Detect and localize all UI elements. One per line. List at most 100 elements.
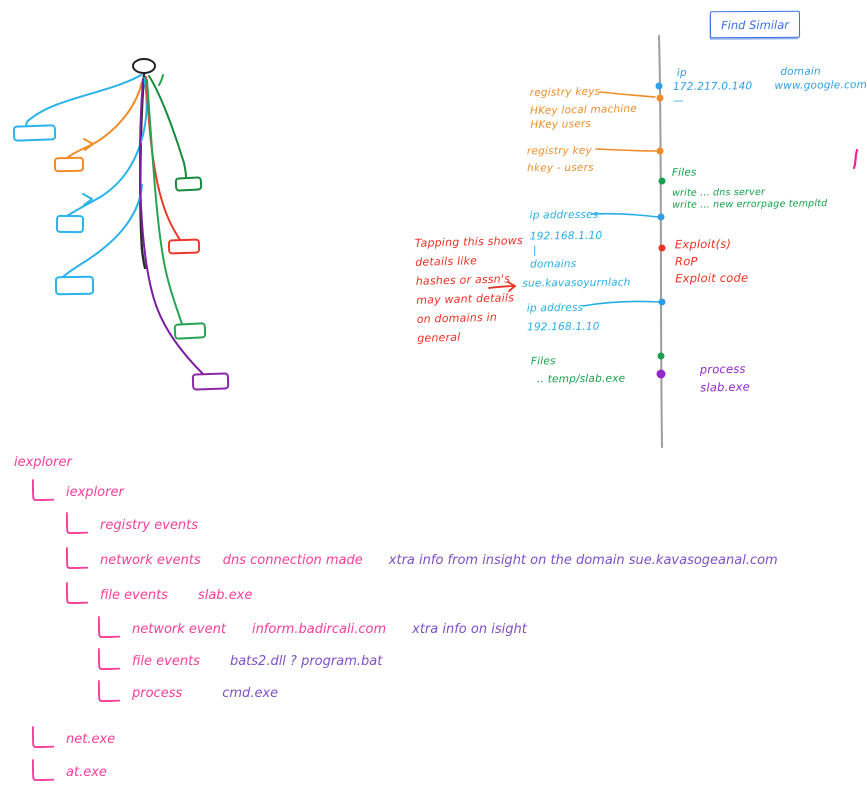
label-line: ip addresses	[529, 208, 599, 222]
tree-branch-elbow-icon	[31, 725, 55, 749]
label-line: write ... new errorpage templtd	[672, 198, 828, 212]
ip-column: ip 172.217.0.140 —	[673, 66, 761, 108]
timeline-event-dot[interactable]	[656, 147, 664, 155]
label-line: HKey users	[530, 117, 592, 131]
graph-edge-cyan-1	[25, 74, 142, 128]
timeline-label-files-right: Files write ... dns server write ... new…	[672, 165, 828, 213]
connector-line	[582, 300, 660, 307]
tree-item-label: net.exe	[66, 732, 116, 747]
tree-branch-elbow-icon	[65, 581, 89, 605]
arrowhead-icon	[82, 193, 93, 206]
timeline-event-dot[interactable]	[658, 244, 666, 252]
tree-item-detail: dns connection made	[222, 553, 363, 568]
label-line: HKey local machine	[529, 102, 638, 117]
tree-item[interactable]: process cmd.exe	[97, 679, 279, 703]
timeline-event-dot[interactable]	[658, 177, 666, 185]
graph-edge-orange	[66, 81, 143, 159]
tree-branch-elbow-icon	[65, 546, 89, 570]
graph-node[interactable]	[174, 176, 203, 192]
timeline-event-dot[interactable]	[657, 352, 665, 360]
connector-line	[591, 212, 659, 218]
label-line: 172.217.0.140 —	[672, 80, 753, 107]
graph-root-node[interactable]	[132, 58, 156, 74]
tree-item-label: registry events	[100, 518, 199, 533]
tree-item-label: file events	[100, 588, 168, 603]
label-line: RoP	[674, 254, 698, 269]
tree-item[interactable]: network event inform.badircali.com xtra …	[97, 615, 527, 639]
graph-edge-red	[145, 76, 181, 241]
connector-line	[595, 148, 658, 152]
tree-branch-elbow-icon	[65, 511, 89, 535]
graph-node[interactable]	[54, 275, 95, 296]
tree-branch-elbow-icon	[97, 679, 121, 703]
tree-item-detail: slab.exe	[197, 588, 253, 603]
tree-item[interactable]: file events bats2.dll ? program.bat	[97, 647, 383, 671]
label-line: Files	[671, 166, 697, 179]
event-timeline	[582, 35, 666, 448]
graph-node[interactable]	[12, 124, 57, 142]
tree-item-label: network event	[132, 622, 226, 637]
tree-item[interactable]: network events dns connection made xtra …	[65, 546, 778, 570]
timeline-label-process: process slab.exe	[700, 359, 750, 396]
graph-node[interactable]	[191, 372, 230, 391]
graph-edge-green-2	[146, 79, 183, 325]
timeline-event-dot[interactable]	[656, 369, 666, 379]
timeline-label-registry-keys: registry keys HKey local machine HKey us…	[530, 85, 638, 133]
tree-root-item[interactable]: iexplorer	[14, 455, 72, 471]
find-similar-button[interactable]: Find Similar	[709, 10, 801, 39]
timeline-event-dot[interactable]	[655, 82, 663, 90]
tree-item[interactable]: registry events	[65, 511, 199, 535]
tree-item-label: network events	[100, 553, 201, 568]
tree-item-note: bats2.dll ? program.bat	[229, 654, 383, 669]
label-line: Files	[530, 355, 556, 368]
tree-item-label: at.exe	[66, 765, 107, 780]
label-line: hkey - users	[527, 161, 594, 175]
graph-node[interactable]	[173, 322, 207, 340]
graph-tick	[158, 74, 164, 86]
tree-branch-elbow-icon	[97, 615, 121, 639]
tree-item-note: cmd.exe	[222, 686, 279, 701]
arrowhead-icon	[83, 138, 94, 151]
timeline-label-files-left: Files .. temp/slab.exe	[531, 355, 626, 388]
tree-item-detail: inform.badircali.com	[251, 622, 387, 637]
tree-item-label: iexplorer	[14, 455, 72, 470]
tree-item[interactable]: at.exe	[31, 758, 107, 782]
tree-item-note: xtra info from insight on the domain sue…	[388, 553, 778, 568]
annotation-arrow-icon	[488, 281, 516, 292]
label-line: process	[699, 361, 746, 377]
domain-column: domain www.google.com	[774, 65, 867, 108]
process-graph	[12, 58, 230, 391]
graph-edge-cyan-3	[62, 184, 143, 278]
graph-node[interactable]	[167, 238, 201, 255]
tree-branch-elbow-icon	[31, 478, 55, 502]
annotation-line: general	[417, 330, 461, 345]
timeline-event-dot[interactable]	[657, 213, 665, 221]
tree-branch-elbow-icon	[97, 647, 121, 671]
label-line: Exploit code	[675, 270, 749, 286]
label-line: www.google.com	[774, 78, 867, 92]
timeline-event-dot[interactable]	[656, 94, 664, 102]
tree-item[interactable]: file events slab.exe	[65, 581, 253, 605]
graph-edge-cyan-2	[66, 77, 148, 217]
label-line: registry keys	[529, 85, 601, 100]
label-line: .. temp/slab.exe	[537, 372, 626, 386]
tree-item-label: process	[132, 686, 183, 701]
graph-node[interactable]	[55, 214, 85, 234]
timeline-label-registry-key: registry key hkey - users	[527, 145, 594, 176]
timeline-label-ip-google: ip 172.217.0.140 — domain www.google.com	[673, 65, 867, 109]
label-line: ip	[676, 66, 687, 79]
tree-item[interactable]: net.exe	[31, 725, 116, 749]
timeline-event-dot[interactable]	[658, 298, 666, 306]
label-line: Exploit(s)	[674, 236, 732, 252]
graph-edge-purple	[138, 78, 204, 375]
tree-branch-elbow-icon	[31, 758, 55, 782]
label-line: registry key	[526, 144, 592, 158]
tree-item-label: iexplorer	[66, 485, 124, 500]
tree-item-note: xtra info on isight	[412, 622, 527, 637]
tapping-annotation: Tapping this shows details like hashes o…	[415, 230, 558, 348]
tree-item[interactable]: iexplorer	[31, 478, 124, 502]
edge-tick	[852, 148, 859, 170]
graph-node[interactable]	[53, 156, 85, 173]
